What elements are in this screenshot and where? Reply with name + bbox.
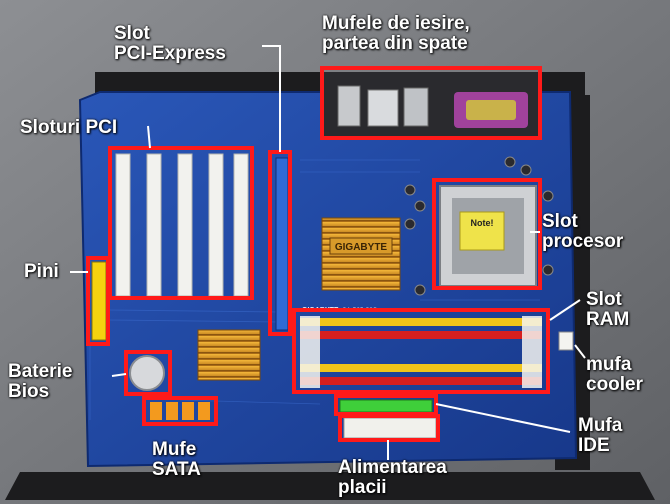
- highlight-cpu-socket: [432, 178, 542, 290]
- pci-express-slot: [275, 157, 289, 331]
- label-baterie-bios: Baterie Bios: [8, 361, 73, 402]
- chipset-logo: GIGABYTE: [335, 242, 388, 253]
- label-mufe-sata: Mufe SATA: [152, 439, 201, 480]
- label-pini: Pini: [24, 261, 59, 282]
- label-sloturi-pci: Sloturi PCI: [20, 117, 118, 138]
- highlight-rear-io: [320, 66, 542, 140]
- ram-slots: [300, 316, 542, 388]
- highlight-pins: [86, 256, 110, 346]
- highlight-ram: [292, 308, 550, 394]
- cpu-note-label: Note!: [471, 218, 494, 228]
- pin-header: [91, 261, 107, 341]
- leader-mufa-ide: [435, 403, 571, 433]
- atx-power-connector: [343, 417, 437, 439]
- label-mufa-ide: Mufa IDE: [578, 415, 623, 456]
- highlight-sata: [142, 396, 218, 426]
- chipset-logo-plate: [329, 237, 393, 255]
- label-mufele-iesire: Mufele de iesire, partea din spate: [322, 13, 470, 54]
- ide-connector: [339, 399, 433, 413]
- bios-battery: [129, 355, 165, 391]
- highlight-boxes: [86, 66, 550, 442]
- leader-pci-express: [262, 45, 281, 152]
- capacitors: [404, 156, 554, 296]
- sata-connectors: [150, 402, 210, 420]
- southbridge-heatsink: [197, 329, 261, 381]
- leader-slot-ram: [549, 299, 581, 321]
- leader-baterie: [111, 373, 127, 377]
- leader-lines: [70, 45, 586, 460]
- label-slot-procesor: Slot procesor: [542, 211, 624, 252]
- cpu-socket: [439, 185, 537, 287]
- leader-mufa-cooler: [574, 344, 586, 359]
- leader-sloturi-pci: [147, 125, 151, 149]
- pci-slots: [115, 153, 249, 297]
- foam-mat: [5, 95, 655, 500]
- highlight-pci-slots: [108, 146, 254, 300]
- highlight-battery: [124, 350, 172, 396]
- rear-io-panel: [322, 72, 540, 138]
- label-mufa-cooler: mufa cooler: [586, 354, 644, 395]
- label-slot-pci-express: Slot PCI-Express: [114, 23, 226, 64]
- cooler-connector: [558, 331, 574, 351]
- label-alimentarea-placii: Alimentarea placii: [338, 457, 447, 498]
- label-slot-ram: Slot RAM: [586, 289, 630, 330]
- pcb-traces: [89, 159, 540, 420]
